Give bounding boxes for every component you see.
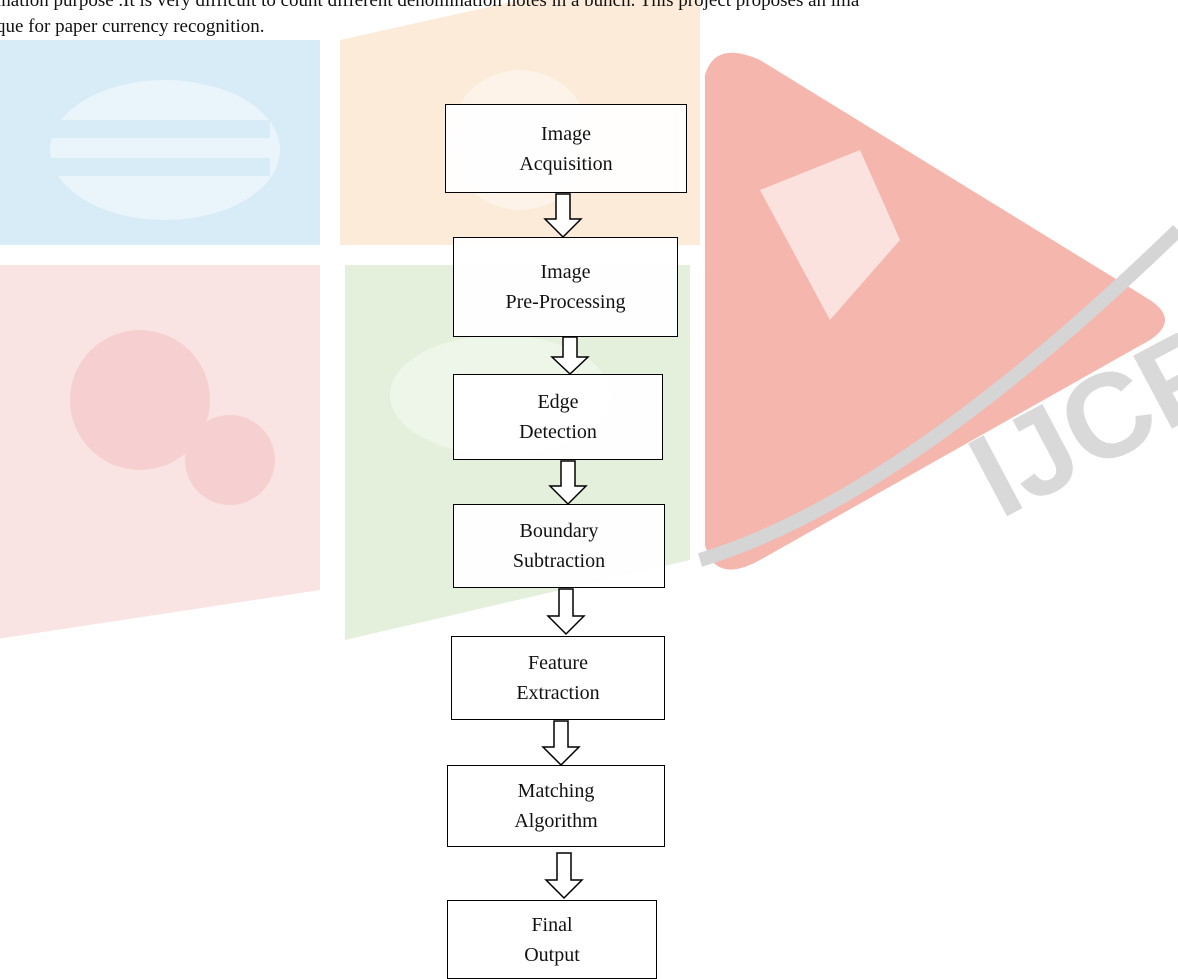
intro-paragraph: ination purpose .It is very difficult to… [0, 0, 1178, 40]
step-boundary-subtraction: Boundary Subtraction [453, 504, 665, 588]
step-line1: Final [531, 913, 573, 936]
watermark-red-triangle [697, 52, 1178, 570]
arrow-down-icon [550, 336, 590, 376]
step-feature-extraction: Feature Extraction [451, 636, 665, 720]
step-line2: Pre-Processing [505, 291, 626, 313]
step-line2: Extraction [516, 682, 600, 704]
step-edge-detection: Edge Detection [453, 374, 663, 460]
step-image-acquisition: Image Acquisition [445, 104, 687, 193]
step-line2: Output [524, 943, 580, 966]
arrow-down-icon [541, 720, 581, 767]
step-line1: Image [541, 122, 591, 145]
step-line1: Feature [528, 652, 588, 674]
step-line2: Acquisition [519, 152, 613, 175]
step-line1: Image [540, 261, 591, 283]
step-line2: Detection [519, 421, 597, 443]
step-matching-algorithm: Matching Algorithm [447, 765, 665, 847]
arrow-down-icon [543, 193, 583, 239]
step-line2: Algorithm [514, 810, 598, 832]
step-image-pre-processing: Image Pre-Processing [453, 237, 678, 337]
watermark-blue-panel [0, 40, 320, 245]
step-line2: Subtraction [512, 550, 606, 572]
watermark-red-panel [0, 265, 320, 639]
step-line1: Edge [537, 391, 579, 413]
intro-line-1: ination purpose .It is very difficult to… [0, 0, 860, 11]
step-line1: Matching [517, 780, 595, 802]
step-final-output: Final Output [447, 900, 657, 979]
arrow-down-icon [544, 852, 584, 900]
intro-line-2: que for paper currency recognition. [0, 16, 265, 37]
arrow-down-icon [546, 588, 586, 636]
step-line1: Boundary [519, 520, 599, 542]
arrow-down-icon [548, 460, 588, 506]
